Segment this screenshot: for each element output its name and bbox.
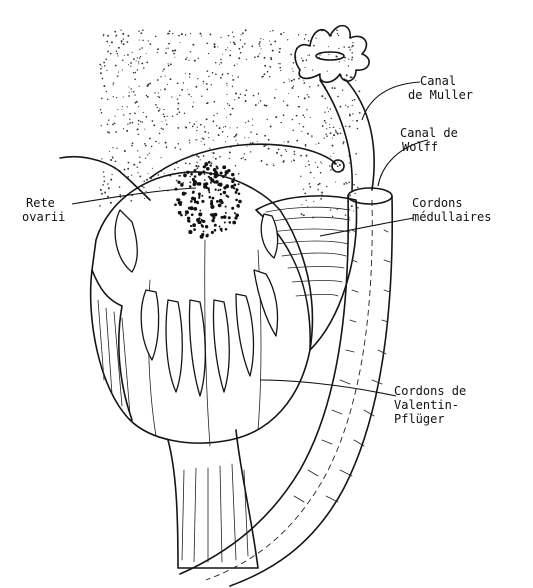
label-cordons-valentin-line2: Valentin- <box>394 398 466 412</box>
label-canal-wolff-line2: Wolff <box>400 140 458 154</box>
label-rete-ovarii: Rete ovarii <box>22 196 65 224</box>
label-canal-wolff: Canal de Wolff <box>400 126 458 154</box>
funnel-ostium <box>316 52 344 60</box>
mullerian-duct <box>320 80 374 190</box>
duct-hatching <box>294 230 390 502</box>
label-cordons-valentin-line3: Pflüger <box>394 412 466 426</box>
label-canal-muller: Canal de Muller <box>408 74 473 102</box>
label-rete-ovarii-line2: ovarii <box>22 210 65 224</box>
medullary-cords <box>115 210 278 396</box>
ovary-stalk <box>168 430 258 568</box>
label-canal-muller-line1: Canal <box>408 74 473 88</box>
stalk-hatching <box>182 464 248 562</box>
right-surface-hatching <box>266 207 350 296</box>
label-cordons-valentin-line1: Cordons de <box>394 384 466 398</box>
stippled-region <box>99 29 360 218</box>
duct-opening <box>348 188 392 204</box>
label-cordons-medullaires: Cordons médullaires <box>412 196 491 224</box>
left-lobe <box>92 270 132 420</box>
label-rete-ovarii-line1: Rete <box>22 196 65 210</box>
label-cordons-medullaires-line2: médullaires <box>412 210 491 224</box>
label-canal-wolff-line1: Canal de <box>400 126 458 140</box>
label-cordons-valentin: Cordons de Valentin- Pflüger <box>394 384 466 426</box>
label-cordons-medullaires-line1: Cordons <box>412 196 491 210</box>
external-curve <box>60 157 150 200</box>
label-canal-muller-line2: de Muller <box>408 88 473 102</box>
